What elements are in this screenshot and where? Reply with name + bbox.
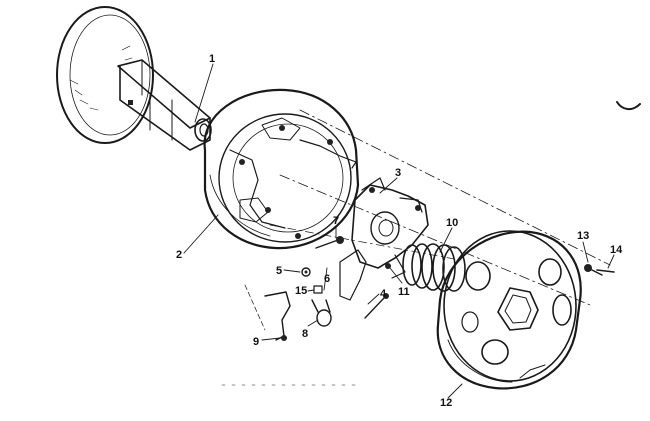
callout-10: 10 [446, 217, 458, 229]
callout-4: 4 [380, 288, 387, 300]
callout-5: 5 [276, 265, 282, 277]
callout-12: 12 [440, 397, 452, 409]
callout-labels: 1 2 3 4 5 6 7 8 9 10 11 12 13 14 15 [176, 53, 623, 409]
cover-plate [436, 230, 582, 390]
drive-disc-and-shaft [56, 6, 212, 151]
clutch-housing [203, 88, 360, 250]
callout-13: 13 [577, 230, 589, 242]
callout-2: 2 [176, 249, 182, 261]
callout-15: 15 [295, 285, 307, 297]
callout-6: 6 [324, 273, 330, 285]
callout-14: 14 [610, 244, 623, 256]
bolts-and-hardware [264, 101, 641, 341]
clutch-spring [402, 243, 466, 292]
leader-lines [183, 63, 615, 399]
callout-11: 11 [398, 286, 410, 298]
callout-3: 3 [395, 167, 401, 179]
callout-7: 7 [333, 215, 339, 227]
callout-9: 9 [253, 336, 259, 348]
callout-8: 8 [302, 328, 308, 340]
callout-1: 1 [209, 53, 215, 65]
